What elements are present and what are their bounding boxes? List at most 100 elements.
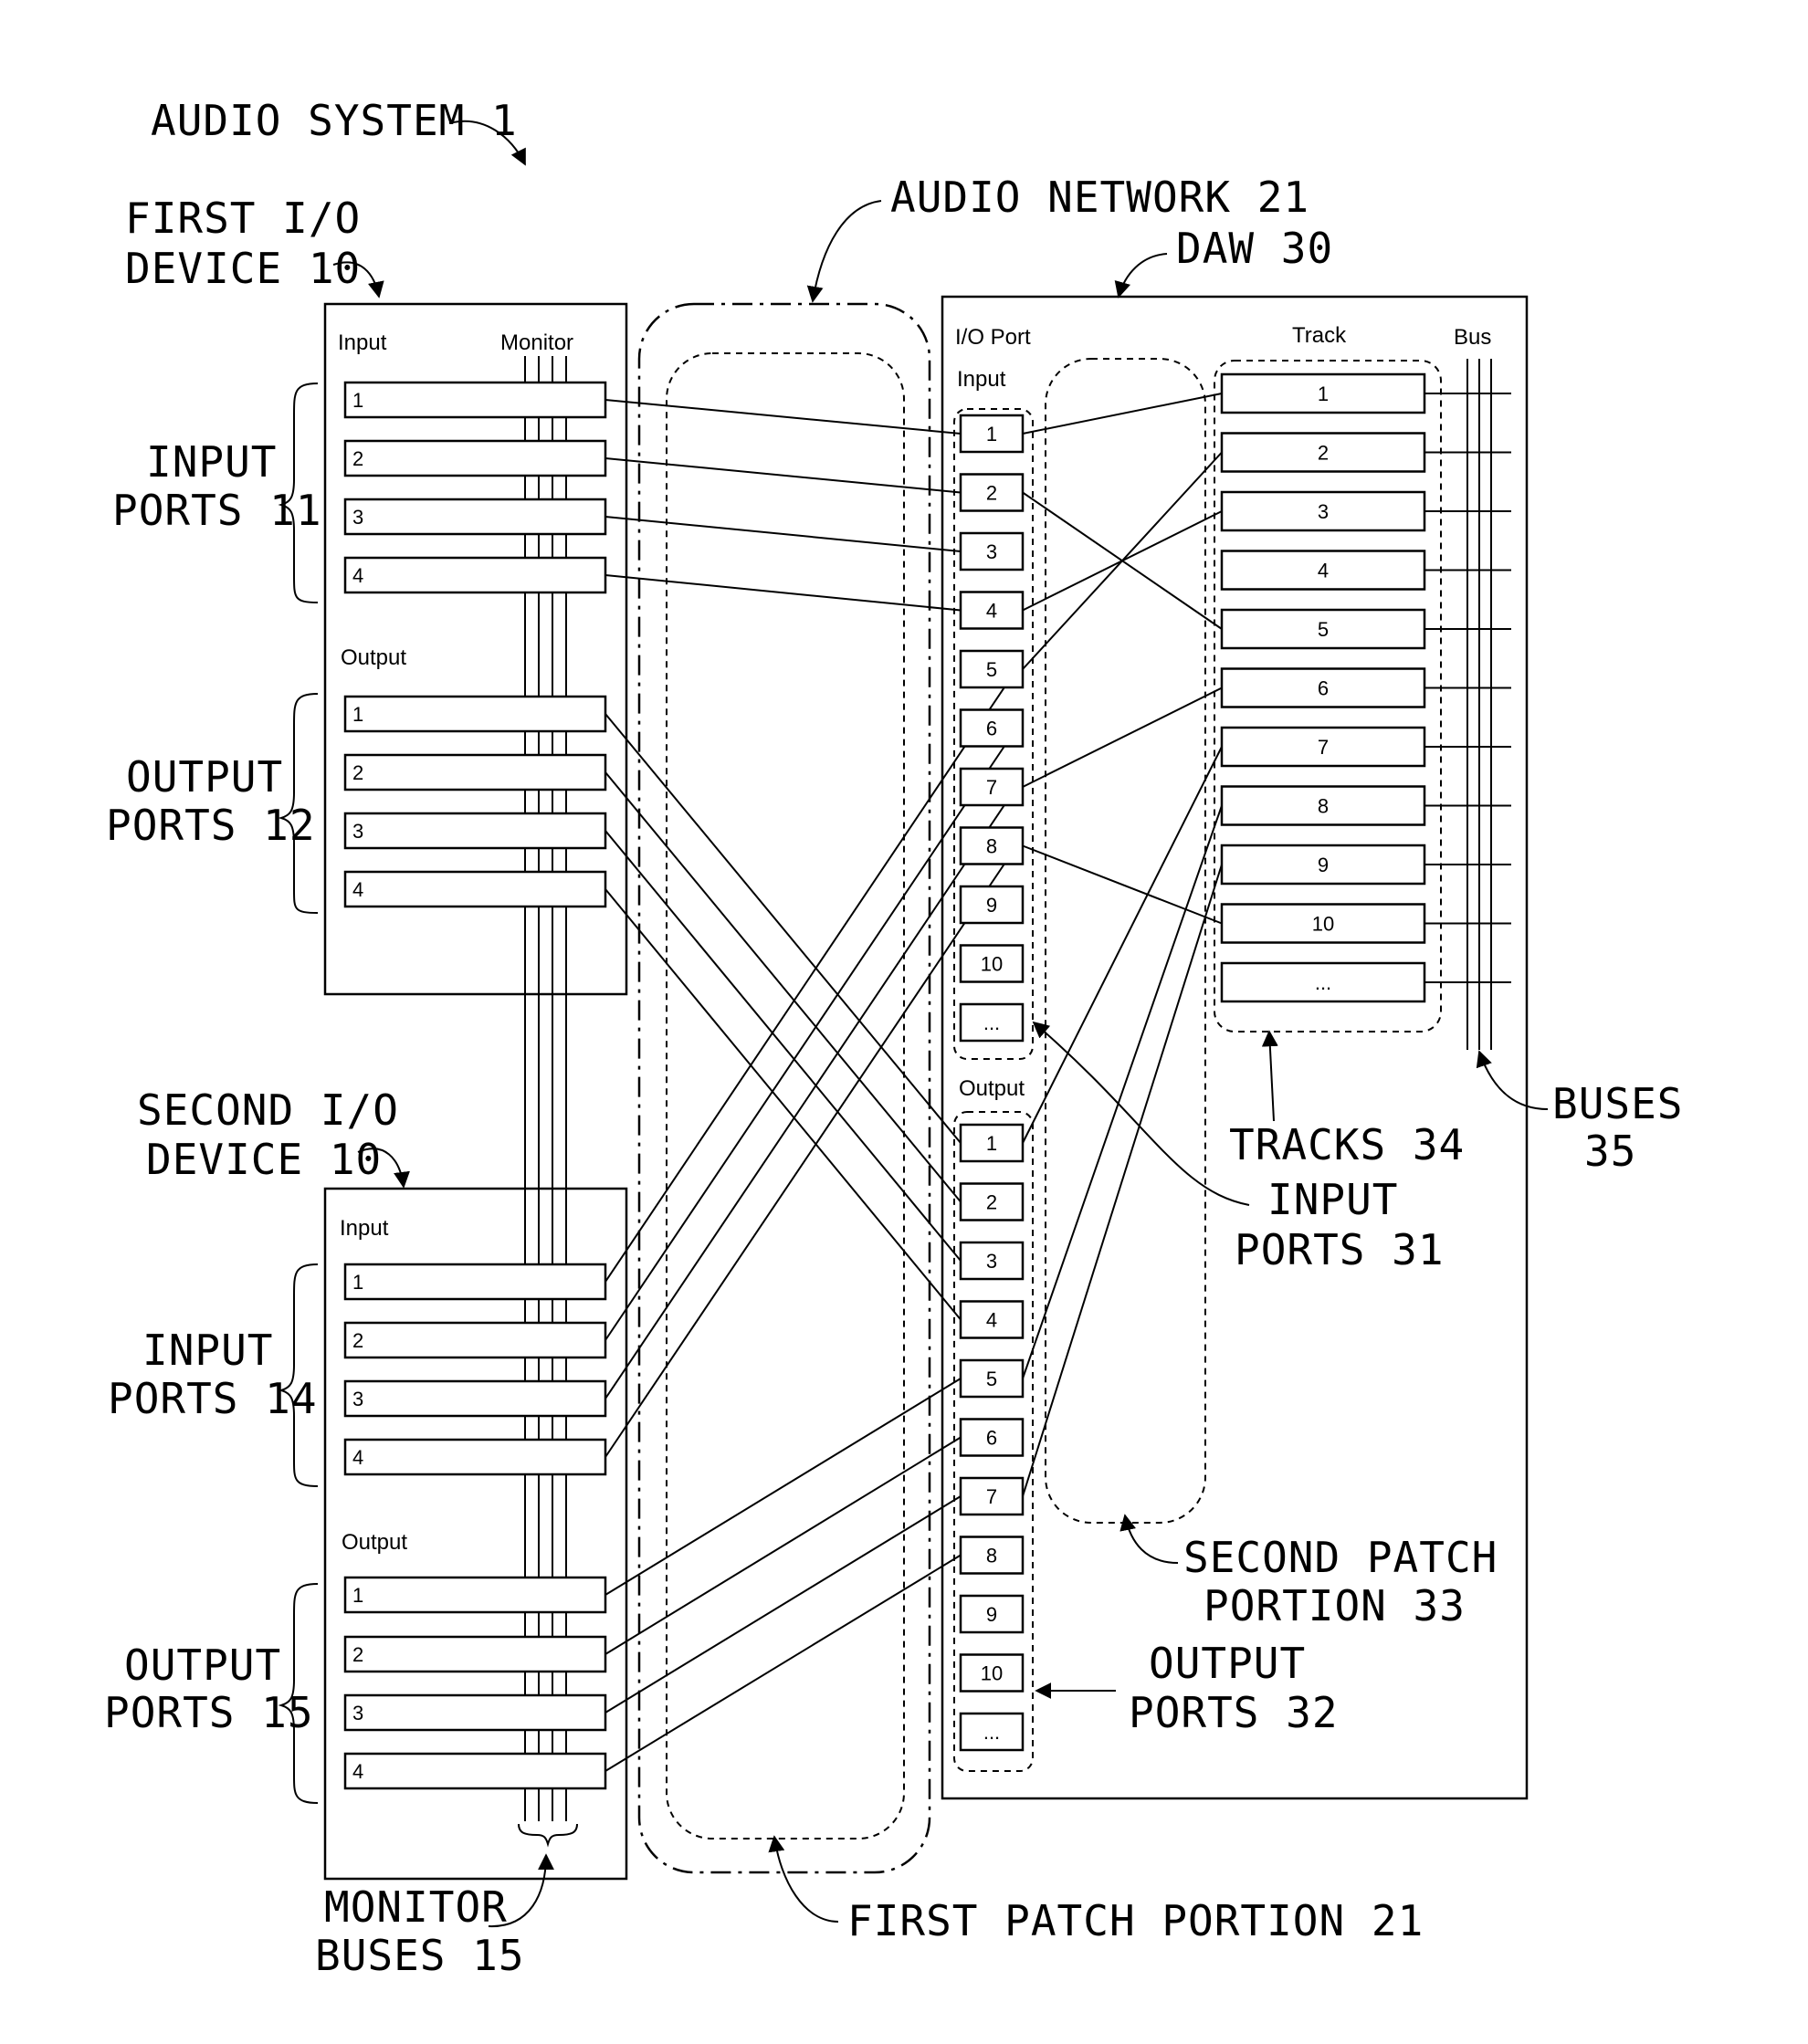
- track-2-label: 2: [1318, 442, 1329, 465]
- output-ports-15-label-2: PORTS 15: [104, 1688, 314, 1737]
- dev1-output-port-4: 4: [345, 872, 605, 907]
- audio-network-label: AUDIO NETWORK 21: [890, 173, 1309, 222]
- input-ports-14-label-2: PORTS 14: [108, 1374, 318, 1423]
- daw-input-port-3-label: 3: [986, 540, 997, 563]
- daw-input-port-10: 10: [961, 946, 1023, 982]
- daw-input-port-9: 9: [961, 886, 1023, 923]
- output-ports-15-label-1: OUTPUT: [124, 1640, 281, 1690]
- dev2-input-port-1-label: 1: [352, 1271, 363, 1294]
- dev1-output-header: Output: [341, 645, 406, 670]
- wire-daw-out4-to-dev1-out4: [605, 889, 961, 1320]
- first-patch-arrow: [774, 1837, 838, 1922]
- wire-daw-out1-to-dev1-out1: [605, 714, 961, 1143]
- daw-output-port-8: 8: [961, 1537, 1023, 1574]
- dev1-input-port-3: 3: [345, 499, 605, 534]
- track-2: 2: [1222, 434, 1424, 472]
- dev2-output-port-4: 4: [345, 1754, 605, 1788]
- second-io-label-1: SECOND I/O: [137, 1085, 399, 1135]
- track-11: ...: [1222, 963, 1424, 1001]
- track-6-label: 6: [1318, 677, 1329, 700]
- daw-input-port-5: 5: [961, 651, 1023, 687]
- track-5: 5: [1222, 610, 1424, 648]
- wire-daw-out7-to-dev2-out3: [605, 1496, 961, 1713]
- dev2-output-port-4-label: 4: [352, 1760, 363, 1783]
- daw-input-port-6-label: 6: [986, 718, 997, 740]
- dev1-output-port-1: 1: [345, 697, 605, 731]
- monitor-buses-label-1: MONITOR: [324, 1882, 508, 1932]
- dev1-output-port-1-label: 1: [352, 703, 363, 726]
- track-4-label: 4: [1318, 560, 1329, 582]
- second-patch-label-1: SECOND PATCH: [1183, 1533, 1498, 1582]
- monitor-buses-label-2: BUSES 15: [315, 1931, 525, 1980]
- dev1-output-port-3-label: 3: [352, 820, 363, 843]
- track-8: 8: [1222, 787, 1424, 825]
- dev2-output-port-3-label: 3: [352, 1702, 363, 1724]
- dev2-input-port-4-label: 4: [352, 1446, 363, 1469]
- daw-output-port-2: 2: [961, 1184, 1023, 1221]
- dev1-input-port-1: 1: [345, 383, 605, 417]
- daw-track-header: Track: [1292, 323, 1347, 348]
- daw-input-port-8-label: 8: [986, 835, 997, 858]
- daw-input-port-4-label: 4: [986, 600, 997, 623]
- track-7: 7: [1222, 728, 1424, 766]
- first-io-label-1: FIRST I/O: [125, 194, 361, 243]
- dev1-input-port-3-label: 3: [352, 506, 363, 529]
- track-10: 10: [1222, 905, 1424, 943]
- dev2-output-header: Output: [342, 1530, 407, 1555]
- input-ports-14-label-1: INPUT: [142, 1326, 273, 1375]
- dev2-output-port-1-label: 1: [352, 1584, 363, 1607]
- daw-input-port-8: 8: [961, 828, 1023, 865]
- daw-output-port-6: 6: [961, 1420, 1023, 1456]
- track-1-label: 1: [1318, 383, 1329, 405]
- daw-output-port-10: 10: [961, 1655, 1023, 1692]
- dev1-monitor-header: Monitor: [500, 330, 573, 355]
- daw-input-port-7: 7: [961, 769, 1023, 805]
- dev1-output-port-2: 2: [345, 755, 605, 790]
- brace-monitor-buses: [519, 1824, 577, 1844]
- input-ports-31-label-2: PORTS 31: [1235, 1225, 1445, 1274]
- wire-daw-out3-to-dev1-out3: [605, 831, 961, 1261]
- daw-buses: [1424, 359, 1511, 1050]
- buses-35-label-2: 35: [1584, 1127, 1636, 1176]
- track-9-label: 9: [1318, 854, 1329, 876]
- dev2-input-port-4: 4: [345, 1440, 605, 1474]
- daw-arrow: [1119, 254, 1167, 297]
- tracks-34-arrow: [1269, 1032, 1274, 1121]
- dev2-input-port-2-label: 2: [352, 1329, 363, 1352]
- dev2-input-port-1: 1: [345, 1264, 605, 1299]
- track-5-label: 5: [1318, 618, 1329, 641]
- dev2-output-port-2: 2: [345, 1637, 605, 1672]
- second-io-label-2: DEVICE 10: [146, 1135, 382, 1184]
- daw-input-port-2: 2: [961, 475, 1023, 511]
- track-3: 3: [1222, 492, 1424, 530]
- wire-daw-out5-to-dev2-out1: [605, 1378, 961, 1595]
- daw-output-port-4-label: 4: [986, 1309, 997, 1332]
- connection-wires: [605, 393, 1222, 1771]
- track-7-label: 7: [1318, 736, 1329, 759]
- daw-output-port-7: 7: [961, 1478, 1023, 1515]
- dev2-output-port-3: 3: [345, 1695, 605, 1730]
- first-patch-portion: [667, 353, 904, 1839]
- dev2-output-port-1: 1: [345, 1578, 605, 1612]
- dev1-output-port-3: 3: [345, 813, 605, 848]
- buses-35-arrow: [1479, 1052, 1548, 1109]
- daw-output-port-5: 5: [961, 1360, 1023, 1397]
- daw-input-port-9-label: 9: [986, 894, 997, 917]
- daw-output-port-5-label: 5: [986, 1368, 997, 1390]
- tracks-34-label: TRACKS 34: [1229, 1120, 1465, 1169]
- wire-track7-to-daw-out1: [1023, 747, 1222, 1143]
- input-ports-11-label-1: INPUT: [146, 437, 277, 487]
- daw-output-port-11: ...: [961, 1714, 1023, 1750]
- daw-output-port-8-label: 8: [986, 1545, 997, 1567]
- daw-output-header: Output: [959, 1076, 1025, 1101]
- first-io-label-2: DEVICE 10: [125, 244, 361, 293]
- buses-35-label-1: BUSES: [1552, 1079, 1683, 1128]
- wire-daw-out6-to-dev2-out2: [605, 1438, 961, 1655]
- input-ports-31-arrow: [1034, 1022, 1249, 1205]
- wire-daw-in1-to-track1: [1023, 393, 1222, 434]
- dev2-input-port-3: 3: [345, 1381, 605, 1416]
- daw-output-port-2-label: 2: [986, 1191, 997, 1214]
- dev2-input-port-2: 2: [345, 1323, 605, 1357]
- output-ports-32-label-1: OUTPUT: [1149, 1639, 1306, 1688]
